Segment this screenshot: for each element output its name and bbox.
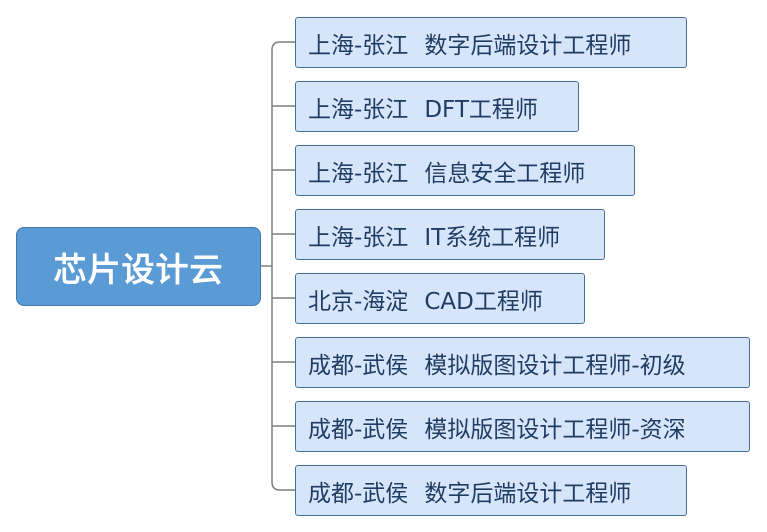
branch-position: CAD工程师 [424,288,543,315]
root-label: 芯片设计云 [53,249,224,289]
branch-node-4[interactable]: 上海-张江 IT系统工程师 [295,209,605,260]
branch-node-1[interactable]: 上海-张江 数字后端设计工程师 [295,17,687,68]
branch-position: IT系统工程师 [424,224,561,251]
branch-node-6[interactable]: 成都-武侯 模拟版图设计工程师-初级 [295,337,750,388]
branch-position: 数字后端设计工程师 [424,480,632,507]
branch-location: 上海-张江 [308,32,409,59]
root-node[interactable]: 芯片设计云 [16,227,261,306]
branch-location: 北京-海淀 [308,288,409,315]
branch-location: 成都-武侯 [308,352,409,379]
branch-node-5[interactable]: 北京-海淀 CAD工程师 [295,273,585,324]
branch-location: 上海-张江 [308,224,409,251]
branch-location: 成都-武侯 [308,416,409,443]
branch-location: 成都-武侯 [308,480,409,507]
branch-location: 上海-张江 [308,160,409,187]
branch-position: 信息安全工程师 [424,160,586,187]
branch-node-8[interactable]: 成都-武侯 数字后端设计工程师 [295,465,687,516]
branch-position: DFT工程师 [424,96,538,123]
connector-branch-1 [271,41,295,266]
branch-position: 模拟版图设计工程师-初级 [424,352,686,379]
branch-position: 模拟版图设计工程师-资深 [424,416,686,443]
branch-node-7[interactable]: 成都-武侯 模拟版图设计工程师-资深 [295,401,750,452]
branch-node-2[interactable]: 上海-张江 DFT工程师 [295,81,579,132]
branch-node-3[interactable]: 上海-张江 信息安全工程师 [295,145,635,196]
branch-location: 上海-张江 [308,96,409,123]
branch-position: 数字后端设计工程师 [424,32,632,59]
connector-branch-8 [271,266,295,491]
